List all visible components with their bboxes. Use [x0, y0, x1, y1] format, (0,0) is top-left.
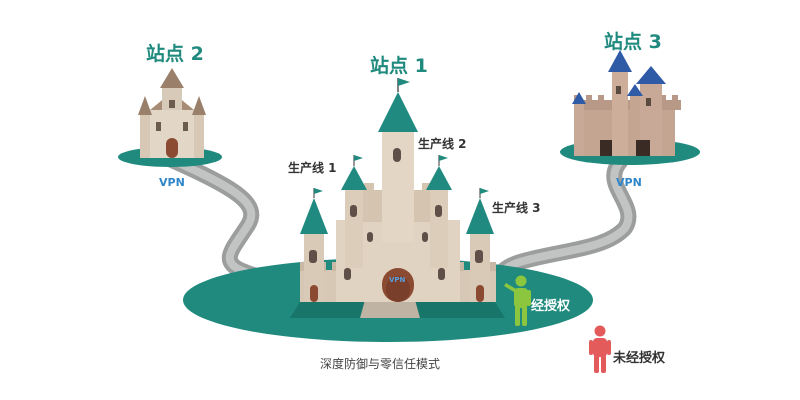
- site2-title: 站点 2: [146, 42, 204, 65]
- site3-vpn-label: VPN: [616, 176, 642, 189]
- unauthorized-label: 未经授权: [612, 350, 666, 366]
- production-line-1-label: 生产线 1: [288, 160, 337, 175]
- site2-vpn-label: VPN: [159, 176, 185, 189]
- unauthorized-person-icon: [589, 325, 611, 373]
- site1-gate-vpn-label: VPN: [389, 276, 406, 284]
- site3-castle: [572, 50, 681, 156]
- production-line-3-label: 生产线 3: [492, 200, 541, 215]
- site1-walkway: [360, 300, 420, 318]
- site3-title: 站点 3: [604, 30, 662, 53]
- production-line-2-label: 生产线 2: [418, 136, 467, 151]
- authorized-label: 经授权: [531, 298, 571, 314]
- site1-castle: [300, 78, 496, 302]
- site1-title: 站点 1: [370, 54, 428, 77]
- site2-castle: [138, 68, 206, 158]
- caption: 深度防御与零信任模式: [320, 356, 440, 371]
- authorized-person-icon: [504, 275, 531, 326]
